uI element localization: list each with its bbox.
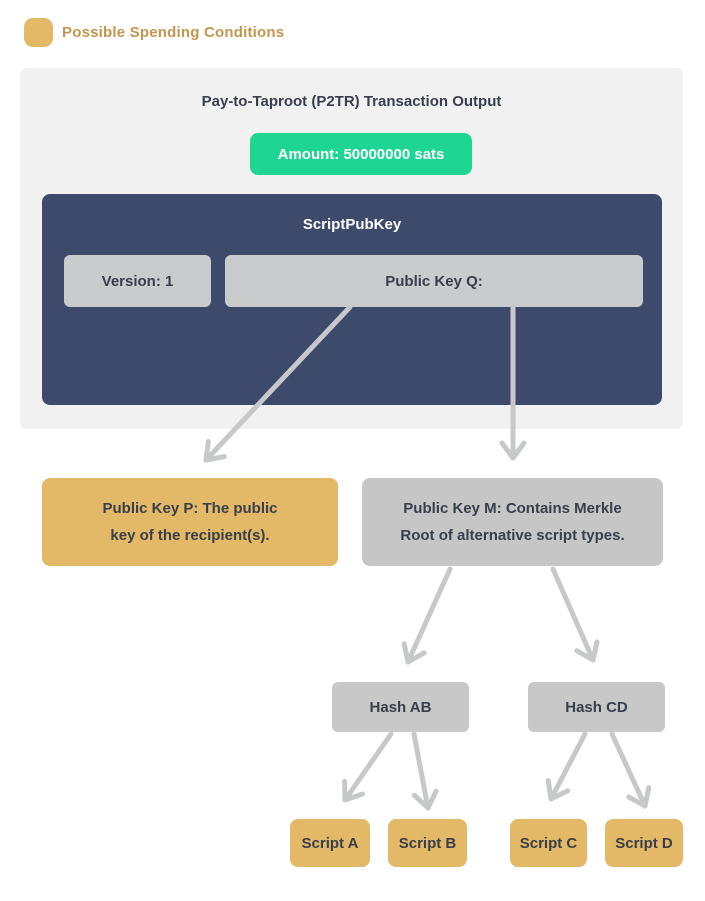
script-a-node: Script A [290,819,370,867]
arrow-m-to-hash-cd [550,566,600,663]
gold-swatch-icon [24,18,53,47]
pubkey-m-node: Public Key M: Contains Merkle Root of al… [362,478,663,566]
pubkey-m-line1: Public Key M: Contains Merkle [403,500,622,517]
scriptpubkey-title: ScriptPubKey [302,216,402,233]
pubkey-m-line2: Root of alternative script types. [400,527,625,544]
arrow-cd-to-script-d [609,731,652,809]
pubkey-p-node: Public Key P: The public key of the reci… [42,478,338,566]
pubkey-p-line1: Public Key P: The public [102,500,278,517]
arrow-m-to-hash-ab [401,566,453,665]
version-field: Version: 1 [64,255,211,307]
script-b-node: Script B [388,819,467,867]
panel-title: Pay-to-Taproot (P2TR) Transaction Output [201,93,502,110]
arrow-ab-to-script-b [411,731,439,811]
script-c-node: Script C [510,819,587,867]
script-d-node: Script D [605,819,683,867]
hash-ab-node: Hash AB [332,682,469,732]
arrow-ab-to-script-a [342,731,394,803]
amount-badge: Amount: 50000000 sats [250,133,472,175]
hash-cd-node: Hash CD [528,682,665,732]
arrow-cd-to-script-c [545,731,588,802]
legend-label: Possible Spending Conditions [62,24,285,41]
pubkey-p-line2: key of the recipient(s). [110,527,270,544]
pubkey-q-field: Public Key Q: [225,255,643,307]
